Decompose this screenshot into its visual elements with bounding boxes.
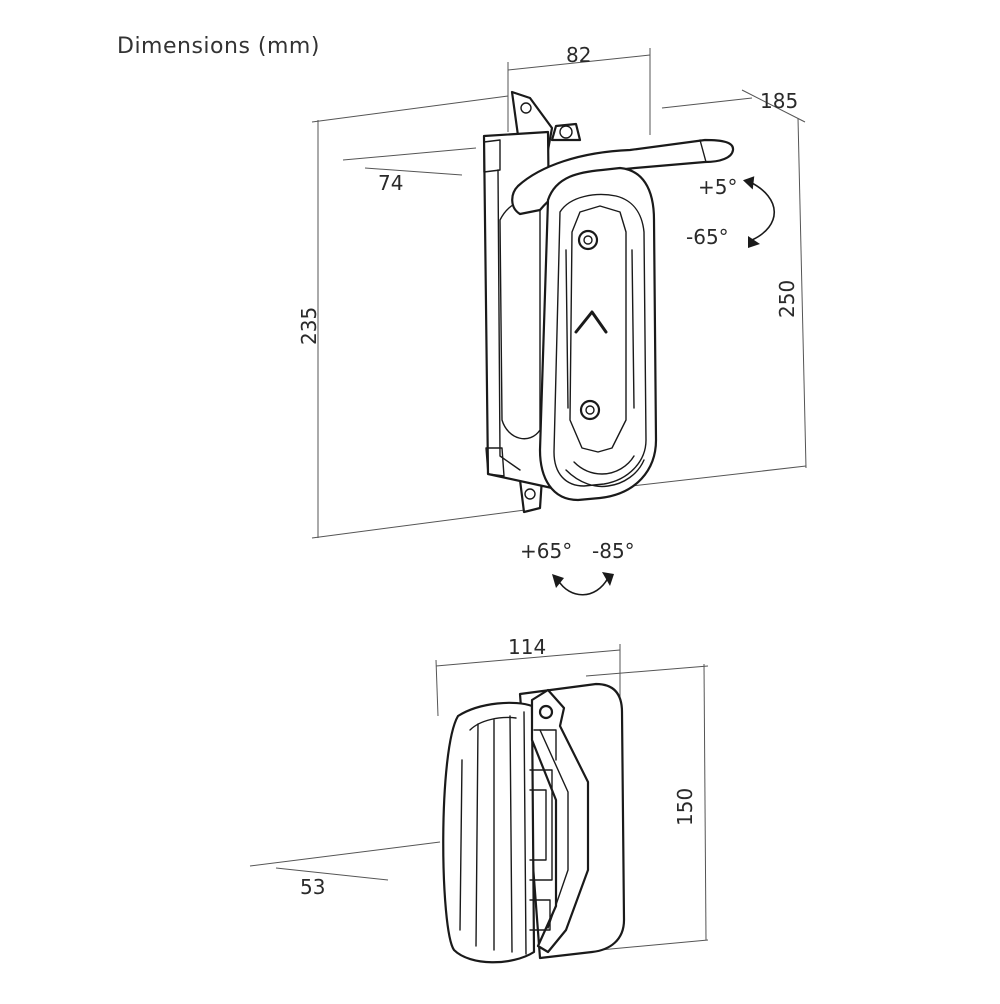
inner-channel-lower (529, 899, 551, 931)
front-body (538, 166, 658, 502)
body-chevron-bottom-1 (573, 455, 635, 475)
tilt-down-label: -65° (686, 225, 729, 249)
ext-line-235-bottom (311, 507, 541, 539)
logo-chevron-icon (574, 310, 608, 334)
swivel-arrowhead-right (602, 572, 614, 586)
swivel-left-label: +65° (520, 539, 572, 563)
front-screw-top-head (583, 235, 593, 245)
dim-235: 235 (297, 307, 321, 345)
tilt-arrowhead-top (742, 176, 755, 190)
body-groove-left (565, 249, 569, 409)
dim-74: 74 (378, 171, 403, 195)
back-plate-clip-top (483, 139, 501, 173)
back-plate-clip-bottom (485, 447, 505, 477)
swivel-arrowhead-left (552, 574, 564, 588)
body-contour-outer (553, 193, 647, 487)
body-contour-center (569, 205, 627, 453)
tilt-up-label: +5° (698, 175, 737, 199)
pad-contour-1 (469, 716, 517, 731)
pad-contour-3 (475, 723, 479, 947)
dim-82: 82 (566, 43, 591, 67)
pad-contour-6 (523, 711, 527, 955)
bottom-view-dimensions: 114 150 53 (249, 635, 709, 951)
swing-arm (511, 138, 735, 216)
pivot-knob (550, 122, 582, 142)
arm-bracket (530, 688, 590, 954)
swivel-arrow-icon (557, 577, 609, 596)
body-chevron-bottom-2 (565, 459, 645, 488)
swivel-right-label: -85° (592, 539, 635, 563)
dim-line-150 (703, 663, 707, 941)
front-screw-bottom (579, 399, 601, 421)
pivot-bolt (559, 125, 573, 139)
inner-channel-upper (533, 729, 557, 761)
tilt-rotation: +5° -65° (686, 175, 776, 249)
dim-250: 250 (775, 280, 799, 318)
dim-line-74 (364, 167, 463, 176)
dim-line-53 (275, 867, 389, 881)
tilt-arrow-icon (749, 181, 776, 241)
mount-side-view (482, 90, 735, 514)
top-view-dimensions: 82 185 74 235 250 (297, 43, 807, 539)
ext-line-235-top (311, 95, 509, 123)
back-plate-edge (497, 169, 521, 471)
pad-contour-2 (459, 759, 463, 931)
tilt-arrowhead-bottom (748, 236, 760, 248)
inner-channel-inner (529, 789, 547, 861)
ext-line-185-a (661, 97, 753, 109)
front-screw-top (577, 229, 599, 251)
dim-114: 114 (508, 635, 546, 659)
swivel-rotation: +65° -85° (520, 539, 635, 596)
ext-line-150-bottom (599, 939, 709, 951)
arm-end-cap (699, 139, 707, 163)
dim-150: 150 (673, 788, 697, 826)
front-screw-bottom-head (585, 405, 595, 415)
ext-line-114-left (435, 659, 439, 717)
ext-line-150-top (585, 665, 709, 677)
arm-bracket-edge (539, 729, 569, 929)
dim-line-114 (435, 649, 621, 667)
dim-line-82 (507, 54, 651, 71)
ext-line-53-a (249, 841, 441, 867)
front-pad (442, 701, 536, 964)
screw-hole-bottom (524, 488, 536, 500)
screw-hole-top (520, 102, 532, 114)
pad-contour-5 (509, 715, 513, 953)
mount-front-view (442, 682, 626, 964)
drawing-title: Dimensions (mm) (117, 34, 320, 59)
ext-line-74-a (342, 147, 477, 161)
bracket-pivot (538, 704, 554, 720)
inner-channel (529, 769, 553, 881)
dim-line-185 (741, 89, 806, 123)
dim-185: 185 (760, 89, 798, 113)
dim-53: 53 (300, 875, 325, 899)
body-groove-right (631, 249, 635, 409)
ext-line-185-b (797, 117, 807, 469)
